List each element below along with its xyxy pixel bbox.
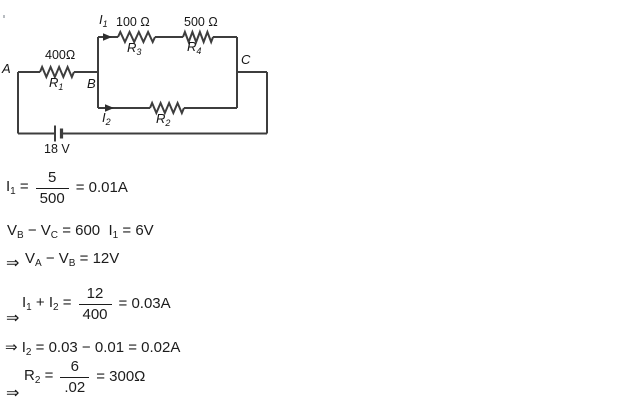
eq6-implies-arrow: ⇒ bbox=[6, 385, 20, 402]
node-c-label: C bbox=[241, 52, 251, 67]
circuit-diagram: A 400Ω R1 B I1 100 Ω R3 500 Ω R4 C I2 R2… bbox=[0, 0, 300, 166]
current-i2-label: I2 bbox=[102, 110, 111, 127]
battery-voltage-label: 18 V bbox=[44, 142, 70, 156]
current-i2-arrow bbox=[105, 104, 114, 112]
eq5-text: ⇒ I2 = 0.03 − 0.01 = 0.02A bbox=[5, 339, 181, 358]
eq1-lhs: I1 = bbox=[6, 177, 29, 197]
node-a-label: A bbox=[2, 61, 11, 76]
eq6-rhs: = 300Ω bbox=[96, 367, 146, 385]
equation-2: VB − VC = 600 I1 = 6V bbox=[7, 222, 154, 243]
r1-value-label: 400Ω bbox=[45, 48, 76, 62]
equation-6: R2 = 6.02 = 300Ω bbox=[24, 357, 145, 397]
resistor-r2-zigzag bbox=[149, 100, 185, 116]
eq4-rhs: = 0.03A bbox=[118, 294, 171, 312]
r1-name-label: R1 bbox=[49, 75, 64, 92]
equation-5: ⇒ I2 = 0.03 − 0.01 = 0.02A bbox=[5, 339, 180, 360]
r2-name-label: R2 bbox=[156, 111, 171, 128]
r3-name-label: R3 bbox=[127, 40, 142, 57]
current-i1-arrow bbox=[103, 33, 112, 41]
resistor-r4-zigzag bbox=[182, 29, 214, 45]
eq3-text: VA − VB = 12V bbox=[25, 250, 120, 269]
equation-3: VA − VB = 12V bbox=[25, 250, 119, 271]
r4-name-label: R4 bbox=[187, 39, 202, 56]
resistor-r3-zigzag bbox=[117, 29, 156, 45]
node-b-label: B bbox=[87, 76, 96, 91]
circuit-svg bbox=[17, 29, 268, 142]
eq6-lhs: R2 = bbox=[24, 366, 54, 386]
eq4-lhs: I1 + I2 = bbox=[22, 293, 72, 313]
eq4-implies-arrow: ⇒ bbox=[6, 310, 20, 327]
r4-value-label: 500 Ω bbox=[184, 15, 218, 29]
resistor-r1-zigzag bbox=[39, 64, 75, 80]
eq6-fraction: 6.02 bbox=[60, 358, 90, 396]
eq1-rhs: = 0.01A bbox=[75, 178, 128, 196]
eq3-implies-arrow: ⇒ bbox=[6, 255, 20, 272]
eq2-text: VB − VC = 600 I1 = 6V bbox=[7, 222, 154, 241]
stray-mark bbox=[3, 15, 5, 18]
current-i1-label: I1 bbox=[99, 12, 108, 29]
r3-value-label: 100 Ω bbox=[116, 15, 150, 29]
